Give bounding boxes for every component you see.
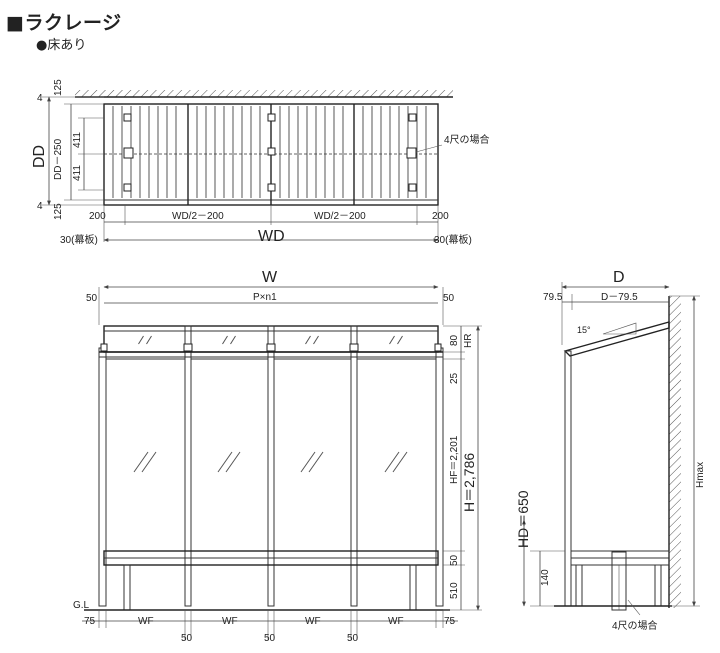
bottom-50-1: 50 — [181, 633, 193, 644]
dim-50-right: 50 — [443, 293, 455, 304]
wf-2: WF — [222, 616, 238, 627]
dim-50-left: 50 — [86, 293, 98, 304]
dim-510: 510 — [449, 582, 460, 599]
dim-411-a: 411 — [72, 132, 83, 148]
gl-label: G.L — [73, 600, 90, 611]
wd-half-right: WD/2－200 — [314, 211, 366, 222]
dim-4-top: 4 — [37, 93, 43, 104]
bottom-50-3: 50 — [347, 633, 359, 644]
hd-label: HD＝650 — [515, 490, 531, 548]
hmax-label: Hmax — [695, 462, 706, 488]
d-label: D — [613, 269, 625, 286]
front-view: W 50 P×n1 50 — [73, 269, 482, 644]
page-title: ■ラクレージ — [6, 12, 122, 34]
dim-75-right: 75 — [444, 616, 456, 627]
wf-4: WF — [388, 616, 404, 627]
dim-140: 140 — [540, 569, 551, 586]
dim-125-top: 125 — [53, 79, 64, 96]
dim-200-left: 200 — [89, 211, 106, 222]
dim-50-mid: 50 — [449, 554, 460, 566]
h-label: H＝2,786 — [461, 453, 477, 512]
plan-slats — [112, 106, 427, 198]
dd-minus-label: DD－250 — [53, 138, 64, 180]
side-note-4shaku: 4尺の場合 — [612, 619, 658, 632]
dim-200-right: 200 — [432, 211, 449, 222]
side-roof — [563, 321, 670, 357]
side-wall-hatch — [669, 296, 681, 608]
plan-view: 4 125 411 411 4 125 DD DD－250 4尺の場合 200 … — [31, 79, 490, 246]
hf-label: HF＝2,201 — [449, 435, 460, 484]
bottom-50-2: 50 — [264, 633, 276, 644]
dim-80: 80 — [449, 334, 460, 346]
dd-label: DD — [31, 145, 48, 168]
dim-125-bottom: 125 — [53, 203, 64, 220]
side-front-post — [564, 350, 572, 607]
wf-1: WF — [138, 616, 154, 627]
post-right — [435, 347, 444, 607]
wd-half-left: WD/2－200 — [172, 211, 224, 222]
fascia-left: 30(幕板) — [60, 233, 98, 246]
wd-label: WD — [258, 228, 285, 245]
d-minus-label: D－79.5 — [601, 292, 638, 303]
dim-79-5: 79.5 — [543, 292, 563, 303]
plan-note-4shaku: 4尺の場合 — [444, 133, 490, 146]
hr-label: HR — [463, 334, 474, 348]
fascia-right: 30(幕板) — [434, 233, 472, 246]
wf-3: WF — [305, 616, 321, 627]
plan-wall-hatch — [75, 90, 453, 97]
w-label: W — [262, 269, 278, 286]
angle-label: 15° — [577, 325, 591, 335]
dim-25: 25 — [449, 372, 460, 384]
side-view: D 79.5 D－79.5 15° Hmax HD＝650 140 4尺の場合 — [515, 269, 706, 632]
dim-4-bottom: 4 — [37, 201, 43, 212]
dim-75-left: 75 — [84, 616, 96, 627]
post-left — [98, 347, 107, 607]
page-subtitle: ●床あり — [36, 38, 87, 53]
dim-411-b: 411 — [72, 165, 83, 181]
pxn1-label: P×n1 — [253, 292, 277, 303]
